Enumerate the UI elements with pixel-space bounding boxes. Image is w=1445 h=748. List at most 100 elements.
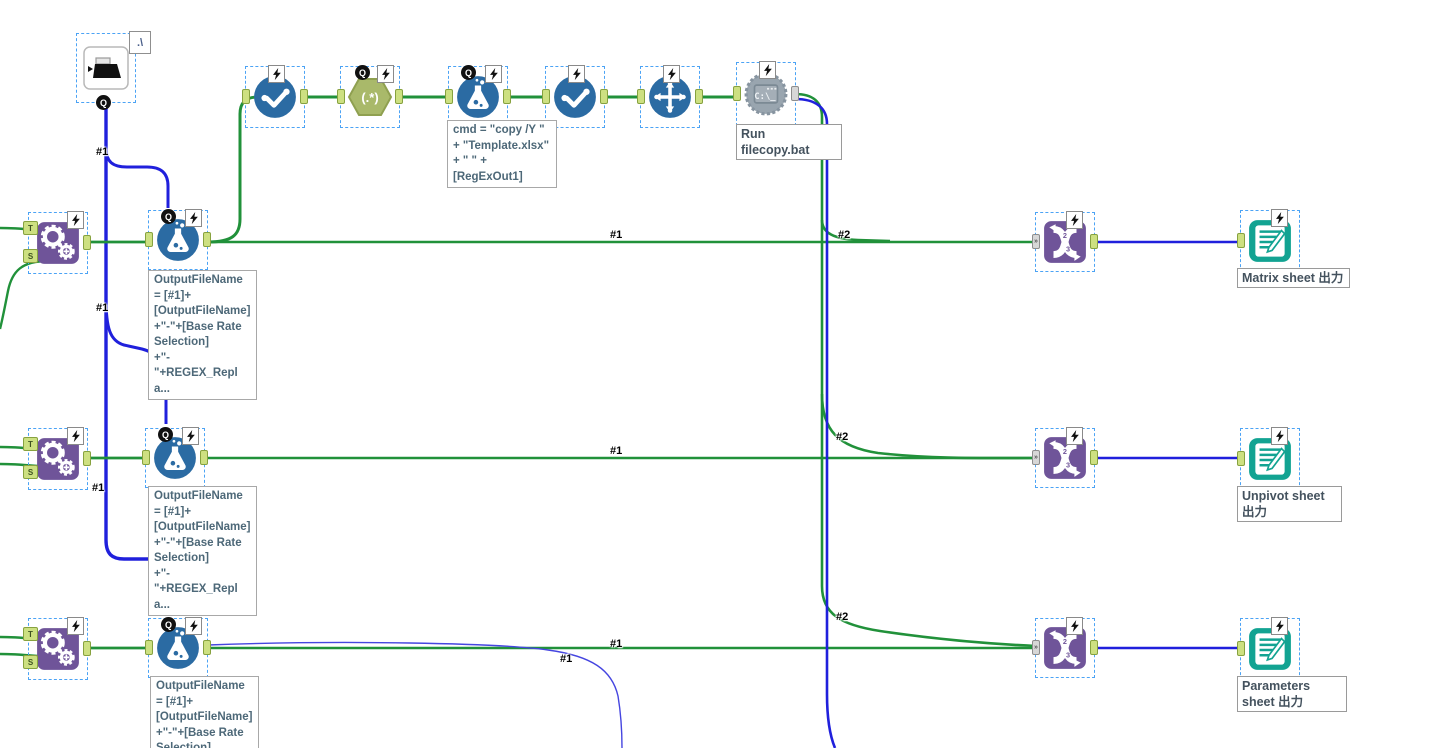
- input-anchor[interactable]: [145, 232, 153, 247]
- input-anchor-multi[interactable]: »: [1032, 450, 1040, 465]
- input-anchor[interactable]: [733, 86, 741, 101]
- connection-label: #1: [96, 302, 109, 314]
- output-data-tool-3[interactable]: [1237, 617, 1300, 680]
- output-data-icon: [1247, 218, 1293, 264]
- input-anchor-multi[interactable]: »: [1032, 234, 1040, 249]
- output-anchor[interactable]: [1090, 640, 1098, 655]
- input-anchor-t[interactable]: T: [23, 627, 38, 641]
- output-data-tool-1[interactable]: [1237, 209, 1300, 272]
- formula-beaker-icon: [155, 217, 201, 263]
- formula-tool-top[interactable]: Q: [445, 65, 511, 128]
- output-anchor[interactable]: [83, 641, 91, 656]
- select-check-icon: [552, 74, 598, 120]
- output-anchor[interactable]: [395, 89, 403, 104]
- annotation-cmd[interactable]: cmd = "copy /Y " + "Template.xlsx" + " "…: [447, 120, 557, 188]
- lightning-icon: [568, 65, 585, 83]
- output-label-text: Matrix sheet 出力: [1242, 271, 1344, 285]
- tool-label-output-parameters[interactable]: Parameters sheet 出力: [1237, 676, 1347, 712]
- tool-label-output-matrix[interactable]: Matrix sheet 出力: [1237, 268, 1350, 288]
- input-anchor-s[interactable]: S: [23, 249, 38, 263]
- input-anchor-s[interactable]: S: [23, 655, 38, 669]
- output-anchor[interactable]: [83, 451, 91, 466]
- tool-label-run-filecopy[interactable]: Run filecopy.bat: [736, 124, 842, 160]
- dynamic-rename-tool-2[interactable]: » 2 3: [1032, 427, 1098, 488]
- select-tool-1[interactable]: [242, 65, 308, 128]
- output-label-text: Unpivot sheet 出力: [1242, 489, 1325, 519]
- question-anchor-icon[interactable]: Q: [158, 427, 173, 442]
- annotation-formula-1[interactable]: OutputFileName = [#1]+ [OutputFileName] …: [148, 270, 257, 400]
- input-anchor[interactable]: [445, 89, 453, 104]
- dynamic-rename-tool-3[interactable]: » 2 3: [1032, 617, 1098, 678]
- question-anchor-icon[interactable]: Q: [161, 209, 176, 224]
- output-anchor[interactable]: [1090, 234, 1098, 249]
- input-anchor-multi[interactable]: »: [1032, 640, 1040, 655]
- input-anchor[interactable]: [142, 450, 150, 465]
- input-anchor-s[interactable]: S: [23, 465, 38, 479]
- regex-tool[interactable]: Q (.*): [337, 65, 403, 128]
- input-anchor[interactable]: [145, 640, 153, 655]
- formula-tool-2[interactable]: Q: [142, 427, 208, 488]
- question-anchor-icon[interactable]: Q: [461, 65, 476, 80]
- question-anchor-icon[interactable]: Q: [355, 65, 370, 80]
- select-tool-2[interactable]: [542, 65, 608, 128]
- macro-tool-2[interactable]: T S: [23, 427, 91, 490]
- conn-formula3-blue-down[interactable]: [207, 641, 623, 748]
- input-anchor[interactable]: [337, 89, 345, 104]
- input-anchor-t[interactable]: T: [23, 437, 38, 451]
- lightning-icon: [1066, 617, 1083, 635]
- input-anchor[interactable]: [542, 89, 550, 104]
- output-anchor[interactable]: [203, 640, 211, 655]
- conn-runcmd-rename1[interactable]: [820, 219, 891, 243]
- connection-label: #2: [836, 611, 849, 623]
- connection-label: #2: [836, 431, 849, 443]
- formula-beaker-icon: [155, 625, 201, 671]
- output-anchor[interactable]: [300, 89, 308, 104]
- svg-text:3: 3: [1066, 244, 1070, 253]
- conn-runcmd-blue-down[interactable]: [794, 97, 837, 748]
- output-anchor[interactable]: [600, 89, 608, 104]
- input-anchor[interactable]: [1237, 641, 1245, 656]
- macro-tool-1[interactable]: T S: [23, 211, 91, 274]
- svg-text:3: 3: [1066, 650, 1070, 659]
- lightning-icon: [1271, 209, 1288, 227]
- lightning-icon: [485, 65, 502, 83]
- conn-left-s1[interactable]: [0, 259, 49, 330]
- input-anchor[interactable]: [1237, 233, 1245, 248]
- formula-tool-1[interactable]: Q: [145, 209, 211, 270]
- formula-tool-3[interactable]: Q: [145, 617, 211, 678]
- output-anchor[interactable]: [1090, 450, 1098, 465]
- question-anchor-icon[interactable]: Q: [161, 617, 176, 632]
- lightning-icon: [268, 65, 285, 83]
- input-anchor[interactable]: [1237, 451, 1245, 466]
- conn-runcmd-rename2[interactable]: [820, 393, 1037, 460]
- question-anchor-icon[interactable]: Q: [96, 95, 111, 110]
- tool-label-output-unpivot[interactable]: Unpivot sheet 出力: [1237, 486, 1342, 522]
- output-anchor[interactable]: [203, 232, 211, 247]
- output-anchor[interactable]: [791, 86, 799, 101]
- input-anchor[interactable]: [242, 89, 250, 104]
- conn-runcmd-rename3[interactable]: [794, 92, 1037, 648]
- output-anchor[interactable]: [695, 89, 703, 104]
- svg-text:2: 2: [1063, 231, 1067, 240]
- input-anchor-t[interactable]: T: [23, 221, 38, 235]
- dynamic-rename-tool-1[interactable]: » 2 3: [1032, 211, 1098, 272]
- annotation-formula-3[interactable]: OutputFileName = [#1]+ [OutputFileName] …: [150, 676, 259, 748]
- formula-annotation-text: OutputFileName = [#1]+ [OutputFileName] …: [154, 490, 251, 611]
- directory-tool[interactable]: .\ Q: [76, 31, 151, 110]
- conn-directory-branch1[interactable]: [104, 147, 170, 208]
- annotation-formula-2[interactable]: OutputFileName = [#1]+ [OutputFileName] …: [148, 486, 257, 616]
- output-data-tool-2[interactable]: [1237, 427, 1300, 490]
- run-filecopy-label: Run filecopy.bat: [741, 127, 810, 157]
- output-anchor[interactable]: [200, 450, 208, 465]
- output-anchor[interactable]: [503, 89, 511, 104]
- output-anchor[interactable]: [83, 235, 91, 250]
- output-data-icon: [1247, 626, 1293, 672]
- cross-arrows-tool[interactable]: [637, 65, 703, 128]
- macro-tool-3[interactable]: T S: [23, 617, 91, 680]
- connection-label: #1: [92, 482, 105, 494]
- input-anchor[interactable]: [637, 89, 645, 104]
- run-command-tool[interactable]: C:\_: [733, 61, 799, 126]
- lightning-icon: [1066, 427, 1083, 445]
- lightning-icon: [663, 65, 680, 83]
